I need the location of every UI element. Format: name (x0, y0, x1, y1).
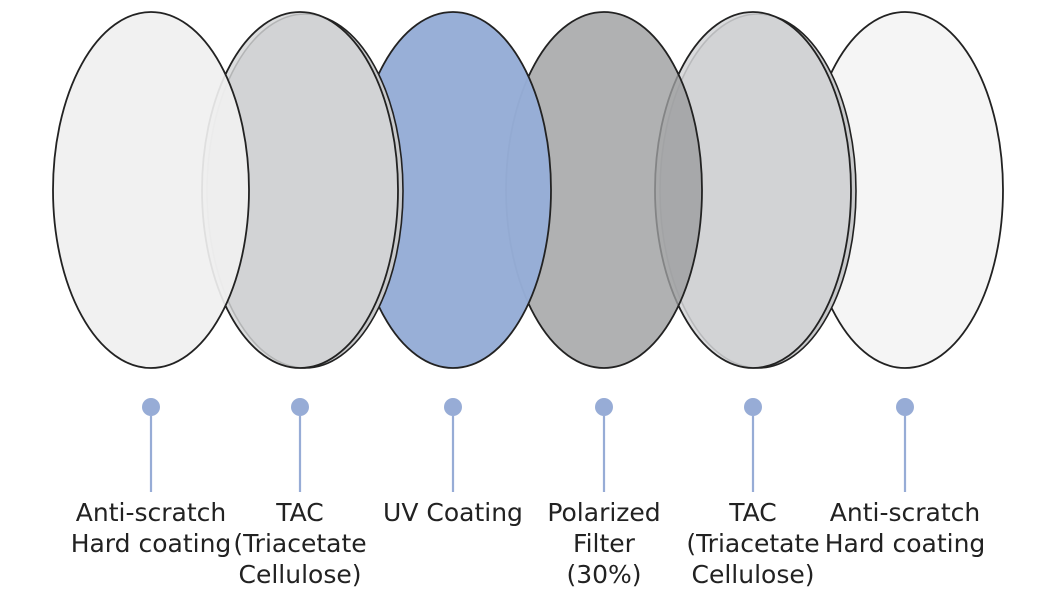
label-line: UV Coating (383, 498, 523, 527)
connector-dot-icon (291, 398, 309, 416)
label-line: (Triacetate (686, 529, 819, 558)
label-uv-coating: UV Coating (383, 498, 523, 527)
lens-disc-icon (52, 11, 250, 369)
lens-layer-tac-back (654, 11, 857, 369)
label-line: (Triacetate (233, 529, 366, 558)
layer-connectors (142, 398, 914, 492)
label-line: Filter (573, 529, 636, 558)
label-line: (30%) (566, 560, 641, 589)
label-line: TAC (275, 498, 323, 527)
connector-dot-icon (444, 398, 462, 416)
label-line: Polarized (547, 498, 660, 527)
label-line: Hard coating (71, 529, 232, 558)
label-line: TAC (728, 498, 776, 527)
label-line: Anti-scratch (830, 498, 980, 527)
lens-layer-tac-front (201, 11, 404, 369)
label-line: Hard coating (825, 529, 986, 558)
label-line: Cellulose) (692, 560, 815, 589)
connector-tac-back (744, 398, 762, 492)
lens-layer-stack (52, 11, 1004, 369)
connector-uv-coating (444, 398, 462, 492)
connector-dot-icon (744, 398, 762, 416)
connector-dot-icon (896, 398, 914, 416)
label-line: Anti-scratch (76, 498, 226, 527)
connector-dot-icon (595, 398, 613, 416)
connector-dot-icon (142, 398, 160, 416)
connector-polarized-filter (595, 398, 613, 492)
connector-tac-front (291, 398, 309, 492)
lens-layer-anti-scratch-front (52, 11, 250, 369)
connector-anti-scratch-front (142, 398, 160, 492)
label-line: Cellulose) (239, 560, 362, 589)
connector-anti-scratch-back (896, 398, 914, 492)
